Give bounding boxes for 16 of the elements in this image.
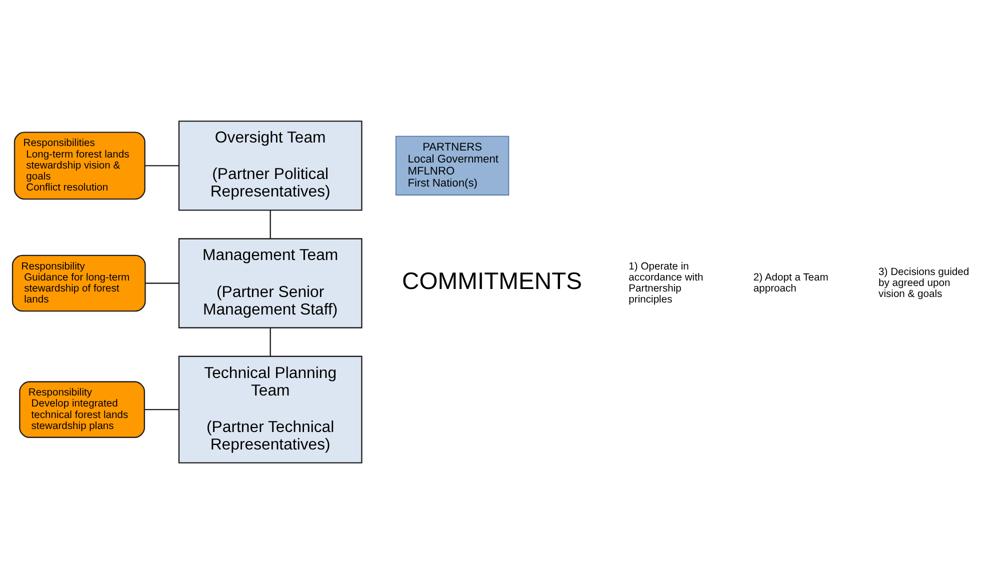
label: 3) Decisions guided by agreed upon vision & goals	[878, 266, 970, 300]
node-box: Management Team (Partner Senior Management Staff)	[178, 238, 362, 328]
label: COMMITMENTS	[402, 268, 582, 296]
node-box: Technical Planning Team (Partner Technical Representatives)	[178, 356, 362, 464]
connector	[145, 282, 179, 284]
node-box: Responsibilities Long-term forest lands stewardship vision & goals Conflict resolution	[14, 132, 146, 200]
connector	[144, 409, 179, 410]
node-box: PARTNERS Local Government MFLNRO First Nation(s)	[396, 136, 510, 196]
label: 1) Operate in accordance with Partnership principles	[628, 261, 704, 306]
node-box: Oversight Team (Partner Political Representatives)	[178, 120, 362, 211]
node-box: Responsibility Develop integrated technical forest lands stewardship plans	[19, 381, 146, 438]
connector	[270, 328, 271, 356]
connector	[144, 165, 179, 166]
label: 2) Adopt a Team approach	[753, 272, 828, 295]
node-box: Responsibility Guidance for long-term stewardship of forest lands	[12, 254, 146, 312]
connector	[270, 210, 271, 239]
